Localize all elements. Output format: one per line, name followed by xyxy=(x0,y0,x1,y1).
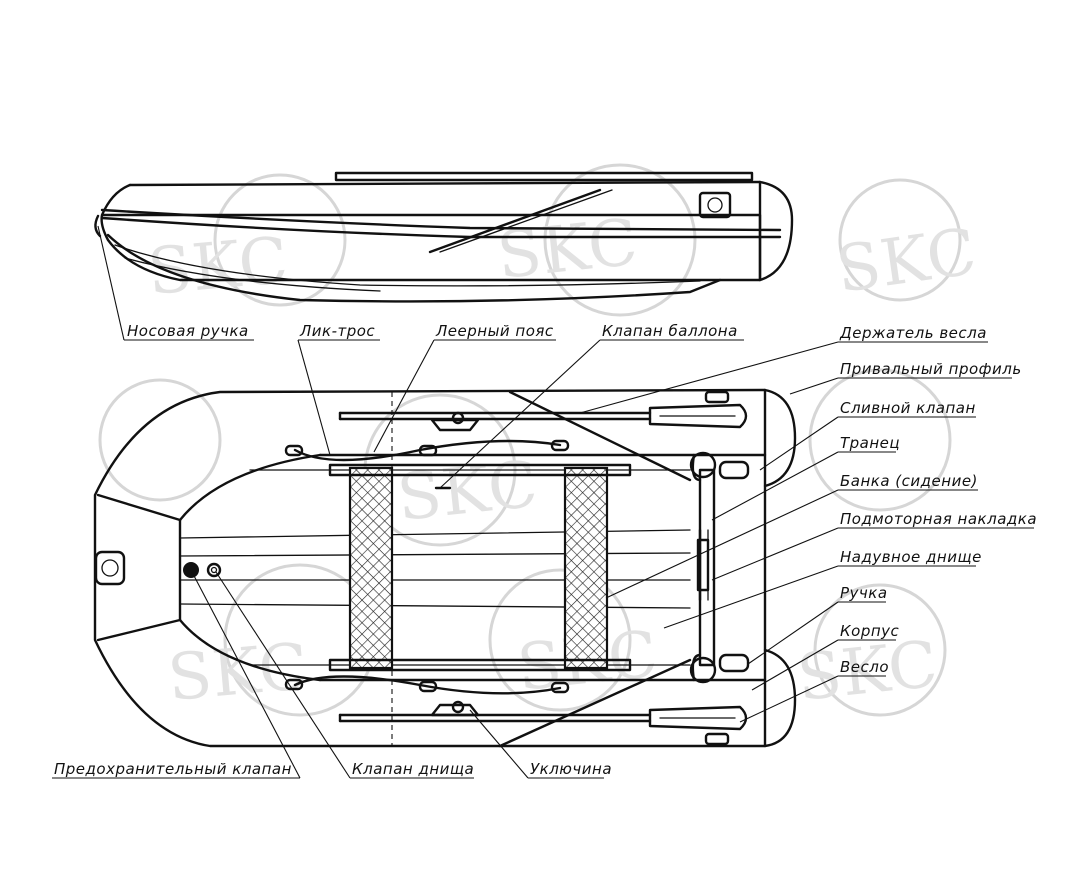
label-rub-strake: Привальный профиль xyxy=(840,360,1022,378)
label-nose-handle: Носовая ручка xyxy=(127,322,249,340)
svg-text:SKC: SKC xyxy=(832,215,981,308)
label-inflatable-floor: Надувное днище xyxy=(840,548,982,566)
label-seat: Банка (сидение) xyxy=(840,472,978,490)
side-view xyxy=(94,171,794,303)
label-bolt-rope: Лик-трос xyxy=(299,322,375,340)
label-transom: Транец xyxy=(840,434,900,452)
top-view xyxy=(93,388,797,748)
callout-labels: Носовая ручка Лик-трос Леерный пояс Клап… xyxy=(54,322,1037,778)
svg-text:SKC: SKC xyxy=(165,630,311,716)
watermark-logo: SKC SKC SKC SKC SKC SKC SKC xyxy=(98,163,981,717)
callout-leaders xyxy=(52,225,1034,779)
label-handle: Ручка xyxy=(840,584,888,602)
svg-text:SKC: SKC xyxy=(394,448,541,536)
label-safety-valve: Предохранительный клапан xyxy=(54,760,292,778)
label-tube-valve: Клапан баллона xyxy=(602,322,738,340)
label-hull: Корпус xyxy=(840,622,900,640)
label-grab-line: Леерный пояс xyxy=(435,322,554,340)
svg-text:SKC: SKC xyxy=(794,628,941,716)
label-oar-holder: Держатель весла xyxy=(839,324,987,342)
label-oarlock: Уключина xyxy=(530,760,612,778)
label-drain-valve: Сливной клапан xyxy=(840,399,976,417)
label-motor-pad: Подмоторная накладка xyxy=(840,510,1037,528)
label-oar: Весло xyxy=(840,658,889,676)
label-floor-valve: Клапан днища xyxy=(352,760,474,778)
